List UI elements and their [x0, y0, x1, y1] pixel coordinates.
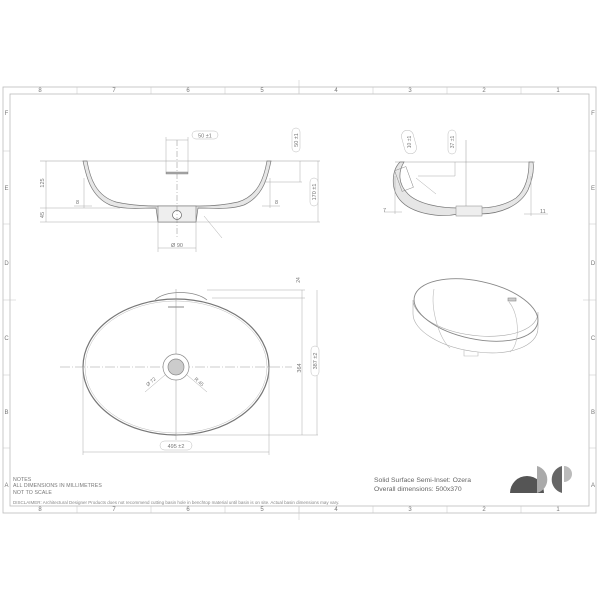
- dim-wall-right: 8: [275, 200, 278, 206]
- col-label: 1: [556, 507, 560, 513]
- dim-overall-width: 495 ±2: [168, 444, 185, 450]
- notes-line-scale: NOT TO SCALE: [13, 489, 52, 496]
- dim-overall-height: 170 ±1: [312, 184, 318, 201]
- dim-bowl-length: 364: [297, 363, 303, 372]
- zone-labels: 8 7 6 5 4 3 2 1 8 7 6 5 4 3 2 1 F E D C …: [4, 88, 596, 513]
- col-label: 8: [38, 507, 42, 513]
- plan-view: 24 364 387 ±2 495 ±2 Ø 72 R 45: [60, 277, 320, 455]
- col-label: 3: [408, 507, 412, 513]
- row-label: D: [4, 261, 9, 267]
- row-label: D: [591, 261, 596, 267]
- row-label: E: [591, 186, 595, 192]
- row-label: C: [591, 336, 596, 342]
- dim-badge: [401, 129, 417, 155]
- col-label: 2: [482, 88, 486, 94]
- row-label: F: [5, 111, 9, 117]
- dim-overflow-drop: 37 ±1: [450, 136, 456, 149]
- dim-waste-outer: Ø 72: [145, 376, 157, 388]
- isometric-view: [412, 278, 539, 357]
- dim-waste-width: 50 ±1: [198, 134, 212, 140]
- col-label: 6: [186, 88, 190, 94]
- notes-block: NOTES ALL DIMENSIONS IN MILLIMETRES NOT …: [13, 477, 102, 496]
- col-label: 2: [482, 507, 486, 513]
- dim-side-wall-right: 11: [540, 209, 546, 215]
- row-label: C: [4, 336, 9, 342]
- outer-frame: [2, 86, 597, 514]
- dim-overall-length: 387 ±2: [313, 353, 319, 370]
- dim-waste-diameter: Ø 90: [171, 243, 183, 249]
- dim-side-wall-left: 7: [383, 208, 386, 214]
- dim-badge: [447, 129, 457, 155]
- col-label: 7: [112, 507, 116, 513]
- col-label: 4: [334, 507, 338, 513]
- dim-lip: 24: [296, 277, 302, 283]
- disclaimer-text: DISCLAIMER: Architectural Designer Produ…: [13, 500, 340, 505]
- row-label: B: [591, 410, 595, 416]
- adp-logo: [510, 466, 572, 493]
- col-label: 8: [38, 88, 42, 94]
- front-view: 50 ±1 50 ±1 125 45 170 ±1 8 8 Ø 90: [40, 127, 320, 252]
- col-label: 5: [260, 507, 264, 513]
- overall-dimensions: Overall dimensions: 500x370: [374, 486, 462, 493]
- inner-frame: [9, 93, 590, 507]
- notes-heading: NOTES: [13, 477, 32, 483]
- dim-badge: [310, 345, 320, 377]
- row-label: F: [591, 111, 595, 117]
- row-label: B: [4, 410, 8, 416]
- dim-badge: [159, 440, 193, 451]
- dim-badge: [191, 130, 219, 140]
- dim-badge: [291, 127, 301, 153]
- col-label: 5: [260, 88, 264, 94]
- dim-badge: [309, 177, 319, 207]
- col-label: 3: [408, 88, 412, 94]
- notes-line-units: ALL DIMENSIONS IN MILLIMETRES: [13, 483, 102, 490]
- dim-top-to-hole: 50 ±1: [294, 133, 300, 147]
- col-label: 7: [112, 88, 116, 94]
- dim-wall-left: 8: [76, 200, 79, 206]
- col-label: 1: [556, 88, 560, 94]
- dim-base-height: 45: [40, 212, 46, 218]
- side-view: 10 ±1 37 ±1 7 11: [383, 129, 548, 217]
- dim-overflow: 10 ±1: [407, 136, 413, 149]
- row-label: A: [4, 483, 8, 489]
- product-title: Solid Surface Semi-Inset: Ozera: [374, 477, 472, 484]
- dim-bowl-depth: 125: [40, 178, 46, 187]
- dim-waste-radius: R 45: [193, 377, 205, 389]
- row-label: A: [591, 483, 595, 489]
- col-label: 6: [186, 507, 190, 513]
- zone-dividers: [3, 80, 596, 520]
- title-block: Solid Surface Semi-Inset: Ozera Overall …: [374, 476, 471, 494]
- col-label: 4: [334, 88, 338, 94]
- row-label: E: [4, 186, 8, 192]
